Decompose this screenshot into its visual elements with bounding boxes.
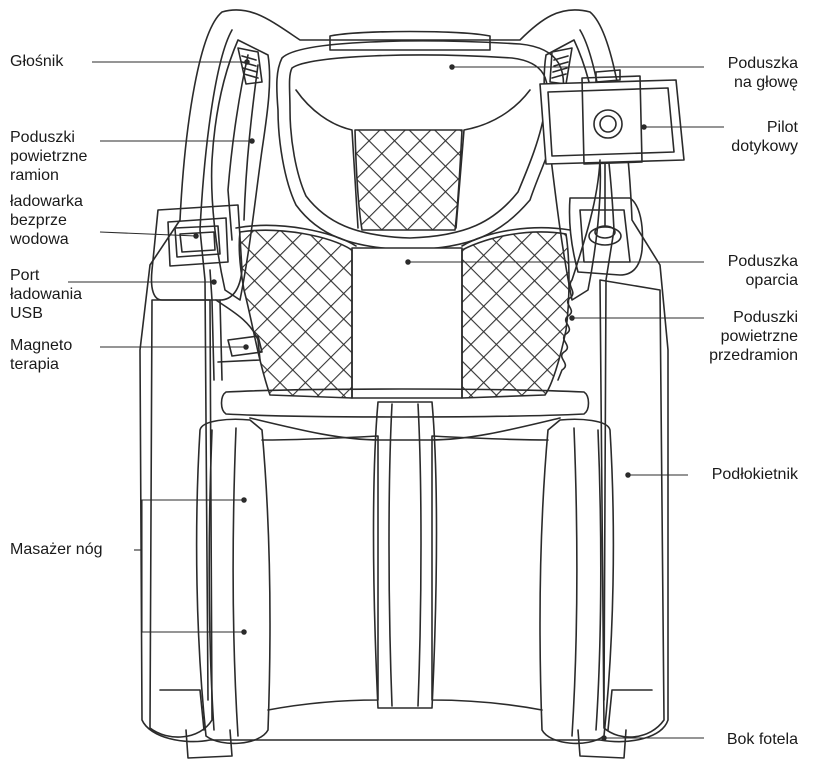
left-side-panel bbox=[150, 300, 212, 737]
label-usb-port: Port ładowania USB bbox=[10, 266, 82, 323]
leader-magnetotherapy bbox=[100, 345, 248, 349]
upper-mesh-panel bbox=[355, 130, 462, 230]
label-wireless-charger: ładowarka bezprze wodowa bbox=[10, 192, 83, 249]
leader-forearm-airbags bbox=[570, 316, 704, 320]
label-leg-massager: Masażer nóg bbox=[10, 540, 103, 559]
label-magnetotherapy: Magneto terapia bbox=[10, 336, 72, 374]
label-forearm-airbags: Poduszki powietrzne przedramion bbox=[709, 308, 798, 365]
leader-usb-port bbox=[68, 280, 216, 284]
left-back-mesh bbox=[239, 230, 352, 398]
label-headrest: Poduszka na głowę bbox=[728, 54, 798, 92]
right-foot bbox=[578, 730, 626, 758]
label-chair-side: Bok fotela bbox=[727, 730, 798, 749]
leader-headrest bbox=[450, 65, 704, 69]
touch-remote-screen bbox=[540, 80, 684, 164]
label-shoulder-airbags: Poduszki powietrzne ramion bbox=[10, 128, 87, 185]
leader-speaker bbox=[92, 60, 249, 64]
back-center-strip bbox=[352, 248, 462, 398]
leader-shoulder-airbags bbox=[100, 139, 254, 143]
leader-chair-side bbox=[602, 736, 704, 740]
leader-armrest bbox=[626, 473, 688, 477]
label-armrest: Podłokietnik bbox=[712, 465, 798, 484]
label-back-cushion: Poduszka oparcia bbox=[728, 252, 798, 290]
leader-wireless-charger bbox=[100, 232, 198, 238]
leg-divider bbox=[374, 402, 437, 708]
right-back-mesh bbox=[462, 232, 569, 398]
label-speaker: Głośnik bbox=[10, 52, 63, 71]
label-touch-remote: Pilot dotykowy bbox=[731, 118, 798, 156]
right-speaker-icon bbox=[550, 48, 572, 84]
